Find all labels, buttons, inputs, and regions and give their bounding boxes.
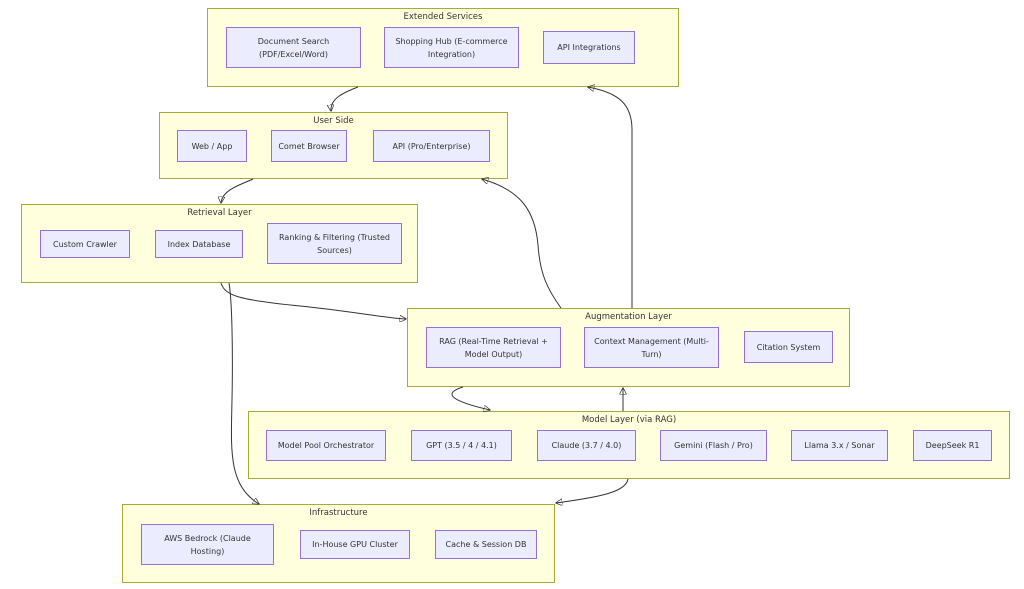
- node-index-database[interactable]: Index Database: [155, 230, 243, 258]
- node-web-app[interactable]: Web / App: [177, 130, 247, 162]
- node-cache-session-db[interactable]: Cache & Session DB: [435, 530, 537, 559]
- group-title-retrieval-layer: Retrieval Layer: [187, 208, 252, 218]
- node-aws-bedrock[interactable]: AWS Bedrock (Claude Hosting): [141, 524, 274, 565]
- group-infrastructure: Infrastructure AWS Bedrock (Claude Hosti…: [122, 504, 555, 583]
- node-comet-browser[interactable]: Comet Browser: [271, 130, 347, 162]
- group-title-model-layer: Model Layer (via RAG): [581, 415, 677, 425]
- group-title-user-side: User Side: [313, 116, 354, 126]
- node-document-search[interactable]: Document Search (PDF/Excel/Word): [226, 27, 361, 68]
- node-model-pool-orchestrator[interactable]: Model Pool Orchestrator: [266, 430, 386, 461]
- node-ranking-filtering[interactable]: Ranking & Filtering (Trusted Sources): [267, 223, 402, 264]
- edge-augmentation-to-extended: [588, 87, 633, 308]
- node-custom-crawler[interactable]: Custom Crawler: [40, 230, 130, 258]
- node-gpt[interactable]: GPT (3.5 / 4 / 4.1): [411, 430, 512, 461]
- node-claude[interactable]: Claude (3.7 / 4.0): [537, 430, 636, 461]
- group-extended-services: Extended Services Document Search (PDF/E…: [207, 8, 679, 87]
- edge-augmentation-to-user: [482, 179, 562, 309]
- edge-user-to-retrieval: [221, 178, 254, 203]
- group-title-infrastructure: Infrastructure: [309, 508, 368, 518]
- node-citation-system[interactable]: Citation System: [744, 331, 833, 363]
- node-shopping-hub[interactable]: Shopping Hub (E-commerce Integration): [384, 27, 519, 68]
- node-gpu-cluster[interactable]: In-House GPU Cluster: [300, 530, 410, 559]
- node-deepseek-r1[interactable]: DeepSeek R1: [913, 430, 992, 461]
- node-context-management[interactable]: Context Management (Multi-Turn): [584, 327, 719, 368]
- node-llama-sonar[interactable]: Llama 3.x / Sonar: [791, 430, 888, 461]
- group-retrieval-layer: Retrieval Layer Custom Crawler Index Dat…: [21, 204, 418, 283]
- node-gemini[interactable]: Gemini (Flash / Pro): [660, 430, 767, 461]
- node-api-pro-enterprise[interactable]: API (Pro/Enterprise): [373, 130, 490, 162]
- group-title-extended-services: Extended Services: [403, 12, 483, 22]
- node-api-integrations[interactable]: API Integrations: [543, 31, 635, 64]
- group-title-augmentation-layer: Augmentation Layer: [585, 312, 672, 322]
- node-rag[interactable]: RAG (Real-Time Retrieval + Model Output): [426, 327, 561, 368]
- edge-retrieval-to-augmentation: [220, 282, 406, 319]
- group-augmentation-layer: Augmentation Layer RAG (Real-Time Retrie…: [407, 308, 850, 387]
- group-model-layer: Model Layer (via RAG) Model Pool Orchest…: [248, 411, 1010, 479]
- edge-extended-to-user: [331, 86, 359, 111]
- edge-augmentation-to-model: [451, 386, 490, 410]
- edge-model-to-infrastructure: [556, 478, 629, 503]
- group-user-side: User Side Web / App Comet Browser API (P…: [159, 112, 508, 179]
